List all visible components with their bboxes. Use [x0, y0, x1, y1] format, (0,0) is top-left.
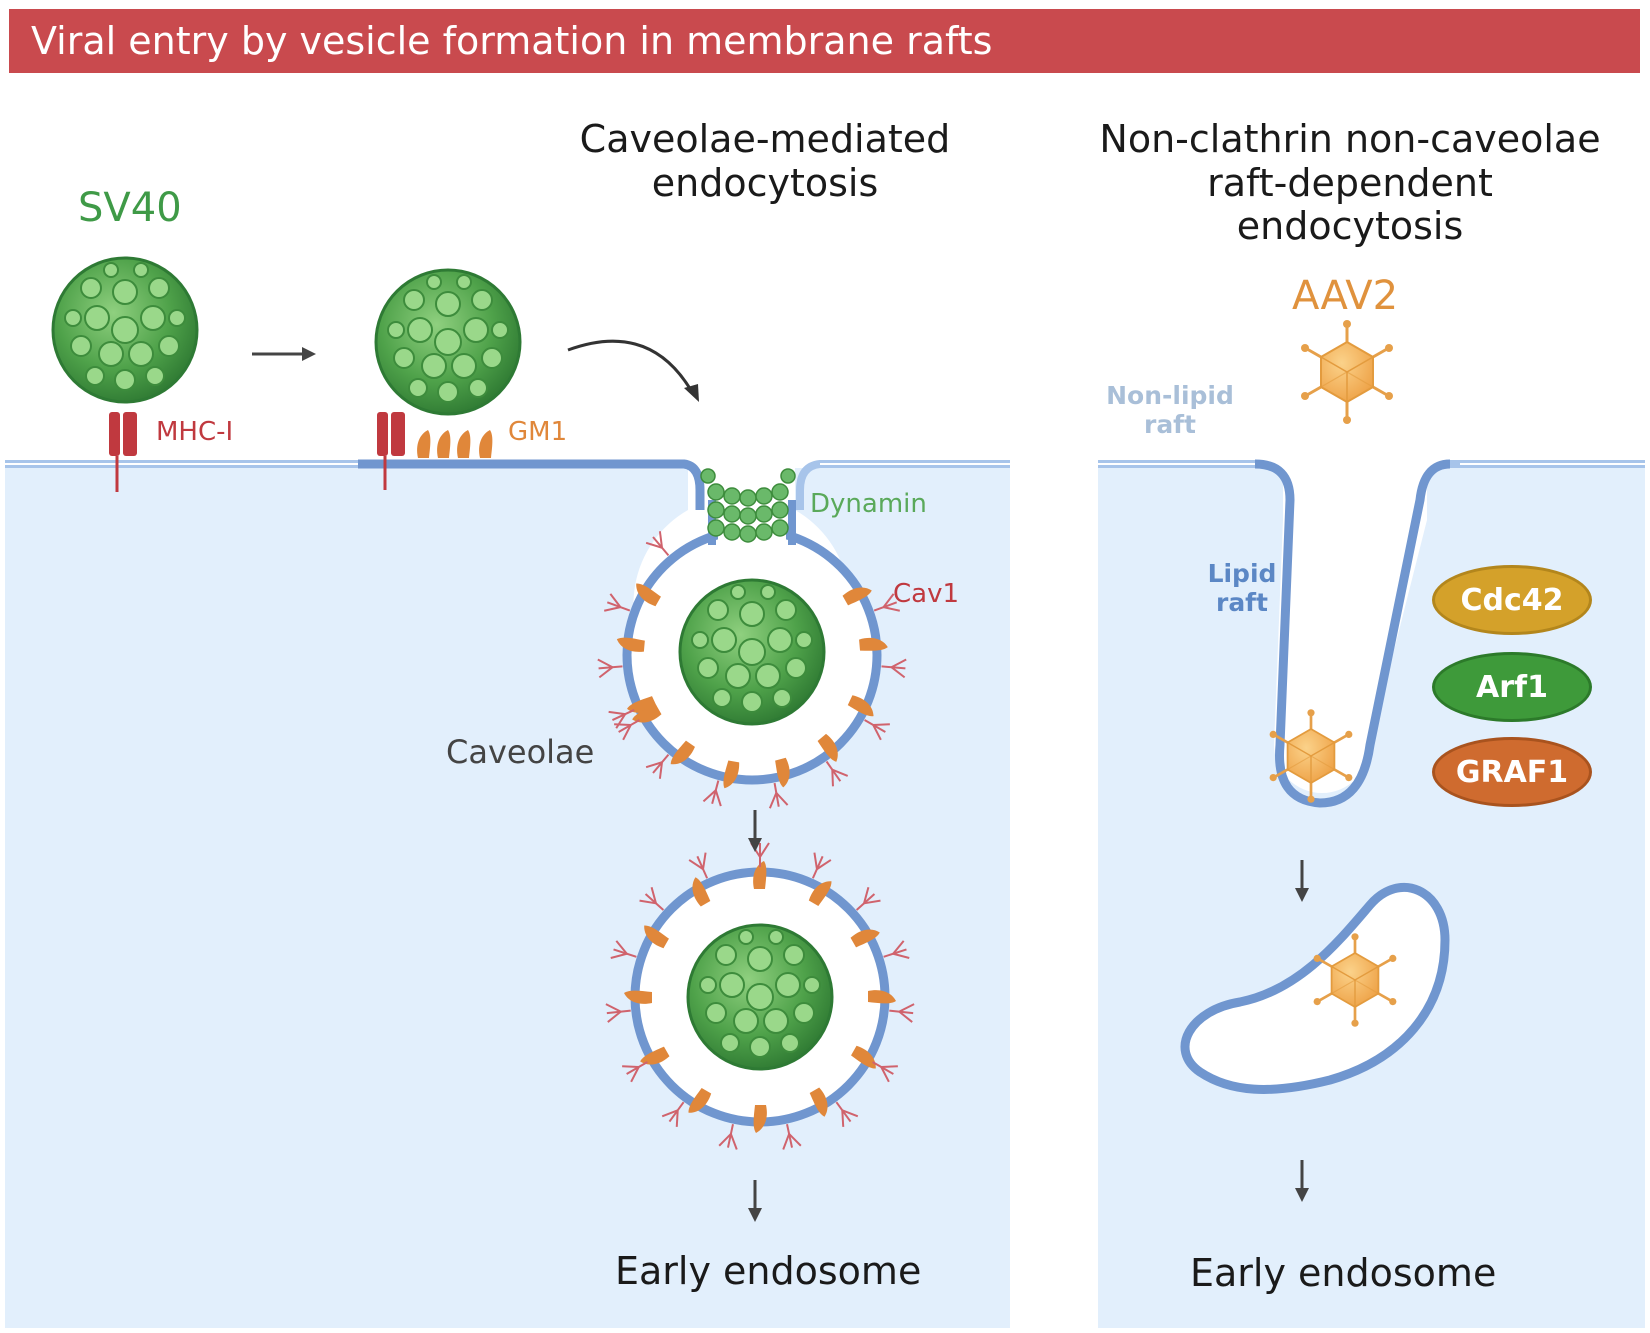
lipid-raft-label: Lipid raft [1207, 559, 1277, 617]
arrow-binding [252, 347, 316, 361]
sv40-label: SV40 [78, 185, 182, 231]
figure-title: Viral entry by vesicle formation in memb… [31, 19, 993, 63]
aav2-endosome [1180, 883, 1450, 1094]
graf1-badge: GRAF1 [1432, 737, 1592, 807]
cdc42-badge: Cdc42 [1432, 565, 1592, 635]
title-bar: Viral entry by vesicle formation in memb… [9, 9, 1640, 73]
sv40-free-virus [51, 256, 199, 404]
dynamin-ring [700, 468, 796, 543]
sv40-in-caveosome [686, 923, 834, 1071]
non-lipid-raft-label: Non-lipid raft [1106, 381, 1234, 439]
right-early-endosome-label: Early endosome [1190, 1251, 1497, 1295]
dynamin-label: Dynamin [810, 489, 927, 519]
aav2-label: AAV2 [1292, 273, 1399, 319]
right-membrane [1098, 459, 1645, 808]
mhc-i-receptor-2 [377, 412, 405, 490]
left-membrane [5, 459, 1010, 510]
gm1-label: GM1 [508, 417, 568, 447]
aav2-virus-free [1299, 318, 1395, 426]
arf1-badge: Arf1 [1432, 652, 1592, 722]
mhc-i-receptor-1 [109, 412, 137, 492]
sv40-in-caveolae [678, 578, 826, 726]
gm1-surface [417, 430, 493, 458]
right-heading: Non-clathrin non-caveolae raft-dependent… [1099, 117, 1601, 249]
mhc-i-label: MHC-I [156, 417, 234, 447]
arrow-internalization [567, 339, 699, 402]
left-heading: Caveolae-mediated endocytosis [579, 117, 951, 205]
left-early-endosome-label: Early endosome [615, 1249, 922, 1293]
caveolae-label: Caveolae [446, 733, 595, 771]
cav1-label: Cav1 [893, 579, 960, 609]
sv40-bound-virus [374, 268, 522, 416]
